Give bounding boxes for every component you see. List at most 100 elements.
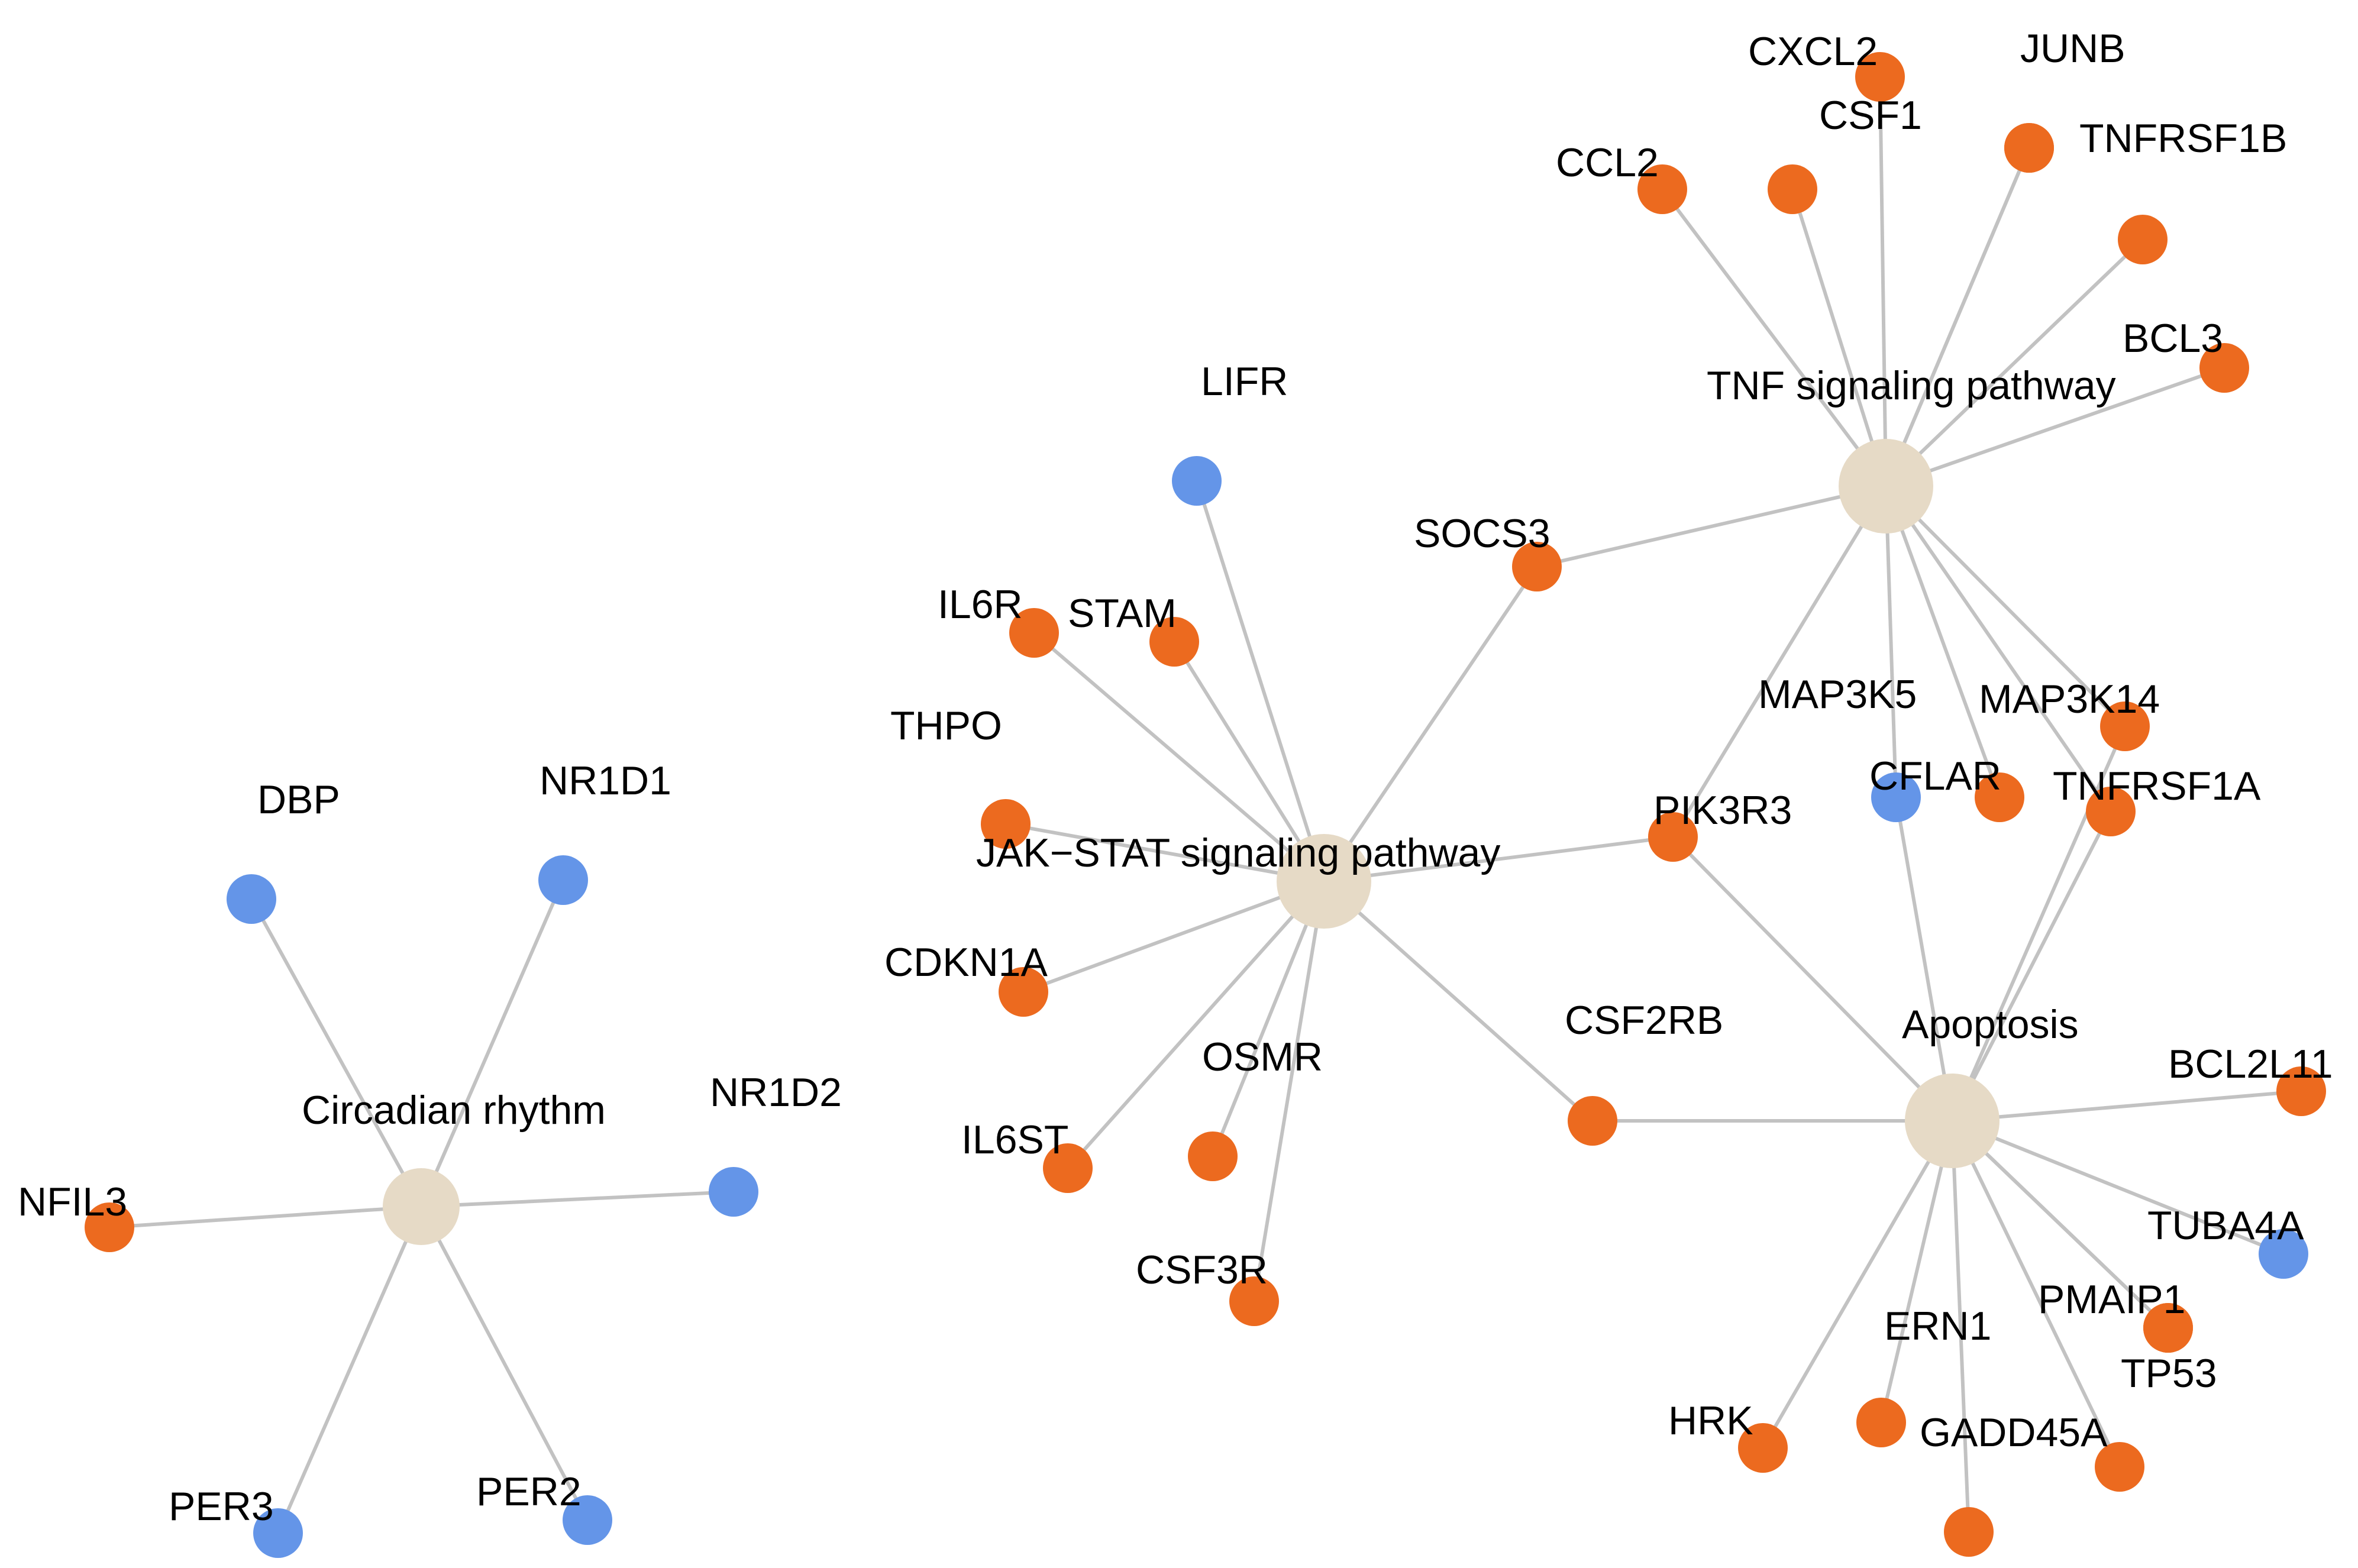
gene-node-il6st[interactable] — [1043, 1143, 1093, 1193]
gene-node-nfil3[interactable] — [85, 1202, 134, 1252]
edge-apo-gadd45a — [1950, 1120, 2121, 1468]
gene-label-hrk: HRK — [1668, 1398, 1753, 1443]
edge-circ-dbp — [250, 898, 423, 1208]
edge-tnf-ccl2 — [1661, 188, 1888, 487]
gene-node-per3[interactable] — [253, 1508, 303, 1558]
gene-label-map3k5: MAP3K5 — [1758, 672, 1917, 717]
gene-node-ern1[interactable] — [1856, 1398, 1906, 1447]
edge-apo-apo_extra — [1950, 1120, 1971, 1533]
edge-apo-cflar — [1894, 797, 1954, 1121]
gene-label-dbp: DBP — [257, 777, 340, 822]
edge-layer — [109, 76, 2302, 1534]
gene-node-hrk[interactable] — [1738, 1423, 1788, 1473]
edge-circ-per2 — [419, 1205, 589, 1521]
gene-node-bcl2l11[interactable] — [2276, 1066, 2326, 1116]
edge-apo-pmaip1 — [1950, 1119, 2170, 1330]
edge-jak-csf2rb — [1323, 880, 1594, 1123]
gene-label-thpo: THPO — [890, 703, 1002, 748]
gene-node-tp53[interactable] — [2143, 1303, 2193, 1353]
edge-tnf-tnfrsf1b — [1884, 147, 2031, 487]
edge-tnf-csf1 — [1791, 189, 1888, 487]
gene-label-gadd45a: GADD45A — [1920, 1410, 2108, 1455]
gene-label-tp53: TP53 — [2121, 1351, 2217, 1396]
gene-node-map3k14[interactable] — [2100, 701, 2150, 751]
pathway-node-circ[interactable] — [383, 1168, 460, 1245]
gene-node-dbp[interactable] — [227, 874, 276, 924]
gene-node-tnf_extra[interactable] — [2118, 215, 2168, 264]
gene-label-pmaip1: PMAIP1 — [2038, 1277, 2185, 1322]
gene-node-per2[interactable] — [563, 1495, 612, 1545]
gene-node-nr1d1[interactable] — [538, 855, 588, 905]
gene-label-csf2rb: CSF2RB — [1565, 998, 1723, 1043]
pathway-label-jak: JAK−STAT signaling pathway — [976, 830, 1500, 875]
gene-label-tuba4a: TUBA4A — [2147, 1203, 2304, 1248]
gene-node-cflar[interactable] — [1871, 772, 1921, 822]
edge-jak-il6st — [1066, 880, 1326, 1169]
gene-label-per2: PER2 — [476, 1469, 582, 1514]
edge-tnf-bcl3 — [1885, 366, 2225, 488]
edge-tnf-pik3r3 — [1671, 485, 1888, 838]
gene-label-nr1d1: NR1D1 — [540, 758, 671, 803]
gene-label-junb: JUNB — [2020, 26, 2126, 71]
gene-label-stam: STAM — [1068, 591, 1177, 636]
edge-circ-nfil3 — [109, 1205, 422, 1229]
edge-tnf-socs3 — [1536, 484, 1887, 568]
edge-jak-cdkn1a — [1022, 880, 1325, 994]
gene-label-cxcl2: CXCL2 — [1748, 29, 1878, 74]
gene-node-il6r[interactable] — [1009, 608, 1059, 658]
gene-node-nr1d2[interactable] — [709, 1167, 758, 1217]
gene-node-map3k5[interactable] — [1975, 772, 2024, 822]
gene-node-osmr[interactable] — [1188, 1131, 1238, 1181]
gene-node-pik3r3[interactable] — [1648, 812, 1698, 862]
edge-jak-socs3 — [1322, 565, 1539, 882]
edge-circ-per3 — [276, 1205, 423, 1534]
gene-label-nr1d2: NR1D2 — [710, 1070, 842, 1115]
gene-node-bcl3[interactable] — [2199, 343, 2249, 393]
gene-node-thpo[interactable] — [981, 799, 1031, 849]
gene-label-osmr: OSMR — [1202, 1034, 1323, 1079]
gene-node-csf1[interactable] — [1768, 164, 1817, 214]
edge-circ-nr1d2 — [421, 1190, 734, 1208]
gene-node-tnfrsf1b[interactable] — [2004, 123, 2054, 173]
edge-jak-thpo — [1005, 822, 1325, 883]
edge-jak-lifr — [1195, 480, 1326, 882]
gene-label-pik3r3: PIK3R3 — [1653, 788, 1792, 833]
node-layer — [85, 52, 2326, 1558]
gene-node-gadd45a[interactable] — [2095, 1442, 2144, 1492]
gene-node-tuba4a[interactable] — [2259, 1229, 2308, 1279]
edge-tnf-cflar — [1884, 486, 1898, 798]
gene-node-apo_extra[interactable] — [1944, 1507, 1994, 1557]
pathway-node-apo[interactable] — [1905, 1074, 2000, 1168]
edge-tnf-tnf_extra — [1884, 238, 2144, 488]
pathway-label-apo: Apoptosis — [1902, 1002, 2079, 1047]
gene-label-cflar: CFLAR — [1869, 754, 2001, 798]
gene-label-bcl3: BCL3 — [2123, 316, 2223, 361]
edge-apo-ern1 — [1879, 1120, 1954, 1423]
gene-node-cdkn1a[interactable] — [999, 967, 1048, 1017]
edge-jak-csf3r — [1252, 881, 1326, 1302]
edge-apo-hrk — [1761, 1120, 1954, 1449]
edge-apo-bcl2l11 — [1952, 1089, 2302, 1123]
gene-node-ccl2[interactable] — [1637, 164, 1687, 214]
gene-label-tnfrsf1a: TNFRSF1A — [2053, 764, 2261, 809]
gene-node-csf3r[interactable] — [1229, 1276, 1279, 1326]
edge-tnf-map3k14 — [1884, 484, 2127, 728]
gene-label-socs3: SOCS3 — [1414, 511, 1551, 556]
gene-label-csf3r: CSF3R — [1136, 1247, 1268, 1292]
gene-label-csf1: CSF1 — [1819, 93, 1922, 138]
pathway-node-tnf[interactable] — [1839, 439, 1933, 534]
gene-label-lifr: LIFR — [1201, 359, 1288, 404]
gene-node-cxcl2[interactable] — [1855, 52, 1905, 102]
pathway-node-jak[interactable] — [1277, 834, 1371, 929]
gene-node-stam[interactable] — [1149, 617, 1199, 667]
edge-circ-nr1d1 — [419, 879, 565, 1208]
gene-node-lifr[interactable] — [1172, 456, 1222, 506]
gene-node-socs3[interactable] — [1512, 542, 1562, 591]
gene-node-csf2rb[interactable] — [1568, 1096, 1617, 1146]
pathway-label-circ: Circadian rhythm — [302, 1088, 606, 1133]
gene-label-il6r: IL6R — [938, 582, 1023, 627]
gene-label-ern1: ERN1 — [1884, 1304, 1991, 1349]
gene-node-tnfrsf1a[interactable] — [2086, 787, 2136, 836]
